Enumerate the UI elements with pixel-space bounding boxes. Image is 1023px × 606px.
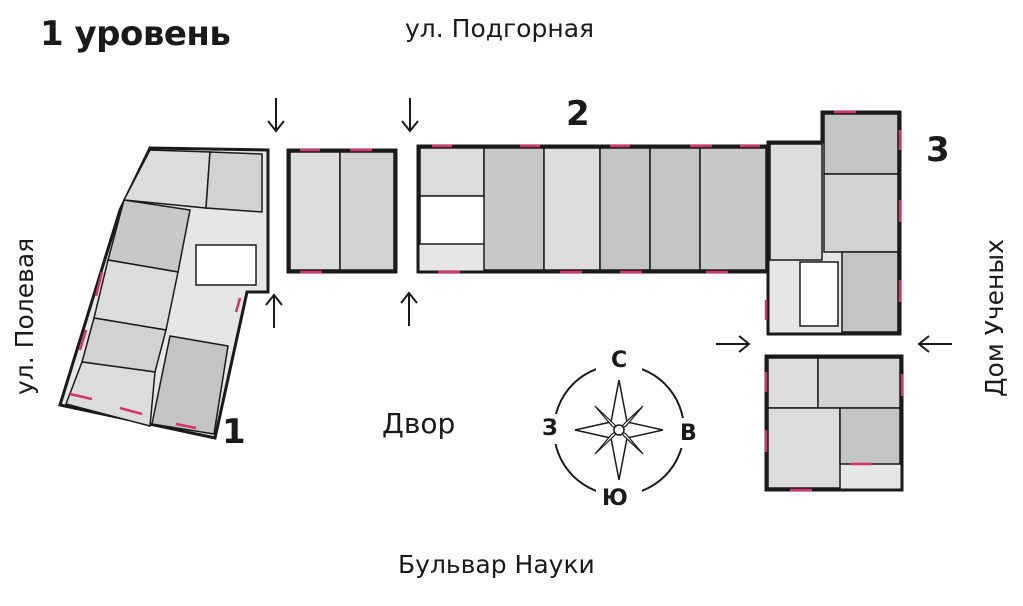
unit-2-8[interactable] xyxy=(699,147,767,271)
unit-3-8[interactable] xyxy=(839,407,901,465)
arrow-up-icon xyxy=(400,291,418,326)
stair-core-3 xyxy=(799,261,839,327)
section-2-building xyxy=(286,144,770,274)
unit-1-6[interactable] xyxy=(65,361,156,427)
section-1-label: 1 xyxy=(222,412,246,452)
unit-3-5[interactable] xyxy=(767,357,819,409)
unit-3-1[interactable] xyxy=(823,113,899,175)
street-label-bottom: Бульвар Науки xyxy=(398,550,595,579)
section-3-building xyxy=(764,110,904,492)
street-label-left: ул. Полевая xyxy=(10,237,39,395)
compass-rose-icon xyxy=(536,346,704,512)
compass-west-label: З xyxy=(542,416,558,441)
unit-2-4[interactable] xyxy=(483,147,545,271)
unit-3-6[interactable] xyxy=(817,357,901,409)
unit-2-5[interactable] xyxy=(543,147,601,271)
unit-3-3[interactable] xyxy=(823,173,899,253)
arrow-up-icon xyxy=(265,293,283,328)
unit-1-1[interactable] xyxy=(122,149,211,209)
level-title: 1 уровень xyxy=(40,14,231,54)
unit-3-2[interactable] xyxy=(769,143,823,261)
unit-2-6[interactable] xyxy=(599,147,651,271)
entrance-arrows xyxy=(265,98,952,353)
unit-2-1[interactable] xyxy=(289,151,341,271)
arrow-down-icon xyxy=(401,98,419,133)
street-label-right: Дом Ученых xyxy=(980,239,1009,397)
section-2-label: 2 xyxy=(566,94,590,134)
unit-3-7[interactable] xyxy=(767,407,841,489)
unit-2-7[interactable] xyxy=(649,147,701,271)
window-accents xyxy=(69,110,904,492)
stair-core-1 xyxy=(195,244,257,286)
arrow-left-icon xyxy=(917,335,952,353)
arrow-down-icon xyxy=(267,98,285,133)
unit-2-3[interactable] xyxy=(419,147,485,197)
unit-1-2[interactable] xyxy=(205,151,263,213)
compass-east-label: В xyxy=(680,421,697,446)
unit-2-2[interactable] xyxy=(339,151,395,271)
street-label-top: ул. Подгорная xyxy=(405,14,595,43)
compass-north-label: С xyxy=(611,348,628,373)
unit-3-4[interactable] xyxy=(841,251,899,333)
section-1-building xyxy=(58,146,270,440)
unit-1-7[interactable] xyxy=(151,335,229,435)
compass-south-label: Ю xyxy=(602,486,628,511)
arrow-right-icon xyxy=(716,335,751,353)
courtyard-label: Двор xyxy=(382,407,456,440)
section-3-label: 3 xyxy=(926,130,950,170)
